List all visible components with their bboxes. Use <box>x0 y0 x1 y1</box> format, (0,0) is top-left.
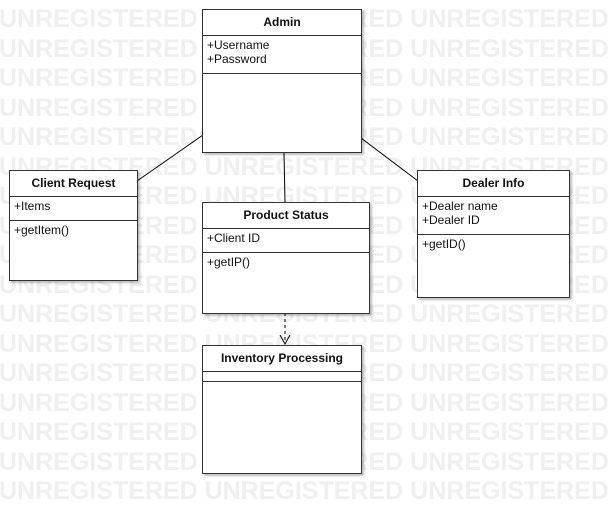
attributes-dealer-info: +Dealer name +Dealer ID <box>418 197 569 235</box>
attributes-client-request: +Items <box>10 197 137 221</box>
attribute-dealer-id: +Dealer ID <box>422 213 480 227</box>
class-inventory-processing[interactable]: Inventory Processing <box>202 345 362 474</box>
class-client-request[interactable]: Client Request +Items +getItem() <box>9 170 138 281</box>
attribute-client-id: +Client ID <box>207 231 261 245</box>
operations-dealer-info: +getID() <box>418 235 569 253</box>
dependency-arrowhead <box>279 334 291 346</box>
attribute-username: +Username <box>207 38 270 52</box>
operations-inventory-processing <box>203 382 361 386</box>
class-name-dealer-info: Dealer Info <box>418 171 569 197</box>
class-product-status[interactable]: Product Status +Client ID +getIP() <box>202 202 370 314</box>
watermark-row: UNREGISTERED UNREGISTERED UNREGISTERED U… <box>0 477 609 505</box>
attribute-items: +Items <box>14 199 51 213</box>
class-admin[interactable]: Admin +Username +Password <box>202 9 362 153</box>
attribute-password: +Password <box>207 52 267 66</box>
operation-getitem: +getItem() <box>14 223 70 237</box>
attributes-inventory-processing <box>203 372 361 382</box>
operation-getid: +getID() <box>422 237 466 251</box>
association-admin-client-request <box>136 134 204 182</box>
operations-product-status: +getIP() <box>203 253 369 271</box>
operations-admin <box>203 74 361 78</box>
operations-client-request: +getItem() <box>10 221 137 239</box>
association-admin-dealer-info <box>360 137 419 182</box>
class-name-client-request: Client Request <box>10 171 137 197</box>
operation-getip: +getIP() <box>207 255 251 269</box>
attributes-product-status: +Client ID <box>203 229 369 253</box>
association-admin-product-status <box>283 152 286 203</box>
class-name-product-status: Product Status <box>203 203 369 229</box>
class-dealer-info[interactable]: Dealer Info +Dealer name +Dealer ID +get… <box>417 170 570 298</box>
attributes-admin: +Username +Password <box>203 36 361 74</box>
class-name-admin: Admin <box>203 10 361 36</box>
attribute-dealer-name: +Dealer name <box>422 199 498 213</box>
class-name-inventory-processing: Inventory Processing <box>203 346 361 372</box>
